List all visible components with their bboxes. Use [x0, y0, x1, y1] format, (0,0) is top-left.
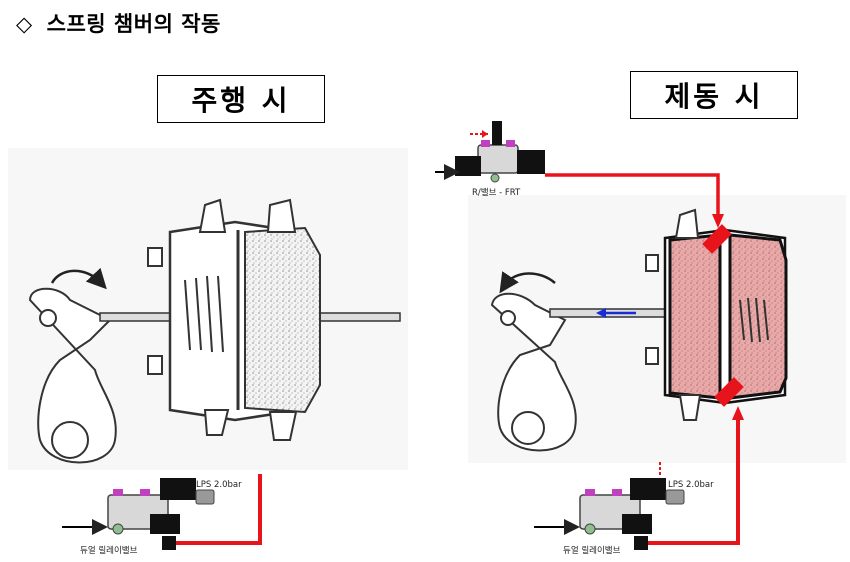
drive-slack-hole: [51, 421, 89, 459]
brake-dual-relay-valve: [579, 478, 685, 550]
drive-rotation-arrow: [50, 267, 107, 290]
drive-chamber-diagram: [8, 148, 408, 470]
brake-rod-arrowhead: [596, 308, 606, 318]
drive-air-line: [176, 474, 262, 545]
brake-mode-label: 제동 시: [630, 71, 798, 119]
brake-dual-relay-label: 듀얼 릴레이밸브: [563, 545, 621, 556]
brake-top-flange: [674, 208, 700, 239]
brake-relay-valve: [455, 121, 545, 183]
diamond-bullet-icon: ◇: [16, 12, 33, 36]
brake-relay-top-port: [492, 121, 502, 145]
page-title-text: 스프링 챔버의 작동: [46, 12, 221, 36]
drive-mounting-studs: [147, 247, 163, 375]
brake-mounting-studs: [645, 254, 659, 365]
drive-slack-adjuster: [28, 287, 117, 464]
brake-lower-air-inlet: [714, 377, 744, 407]
brake-relay-inlet-port: [455, 156, 481, 176]
brake-slack-adjuster: [490, 292, 577, 452]
brake-lps-label: LPS 2.0bar: [668, 480, 714, 490]
brake-valve-port-top: [630, 478, 666, 500]
brake-lower-air-line: [648, 415, 740, 545]
drive-bottom-flange-2: [268, 411, 298, 441]
drive-mode-label: 주행 시: [157, 75, 325, 123]
drive-spring-chamber: [244, 226, 321, 414]
brake-relay-label: R/밸브 - FRT: [472, 187, 521, 198]
drive-lps-sensor: [195, 489, 215, 505]
brake-rotation-arrow: [499, 271, 556, 294]
drive-top-flange: [198, 198, 227, 233]
brake-clevis-pin: [500, 310, 516, 326]
brake-relay-side-port: [517, 150, 545, 174]
page-title: ◇ 스프링 챔버의 작동: [16, 8, 221, 38]
drive-dual-relay-label: 듀얼 릴레이밸브: [80, 545, 138, 556]
brake-bottom-flange: [678, 394, 702, 421]
brake-upper-arrowhead: [712, 214, 724, 228]
drive-valve-port-bottom: [150, 514, 180, 534]
drive-clevis-pin: [39, 309, 57, 327]
drive-valve-port-top: [160, 478, 196, 500]
drive-bottom-flange: [203, 409, 230, 436]
drive-lps-label: LPS 2.0bar: [196, 480, 242, 490]
brake-chamber-diagram: [468, 195, 846, 463]
brake-lower-arrowhead: [732, 406, 744, 420]
brake-slack-hole: [511, 411, 545, 445]
brake-upper-air-line: [545, 173, 720, 220]
brake-valve-port-bottom: [622, 514, 652, 534]
drive-return-spring: [184, 275, 224, 353]
brake-upper-air-inlet: [702, 224, 732, 254]
brake-compressed-spring: [739, 297, 769, 343]
brake-lps-sensor: [665, 489, 685, 505]
drive-top-flange-2: [266, 198, 297, 233]
brake-service-chamber-pressurized: [668, 233, 722, 400]
drive-dual-relay-valve: [107, 478, 215, 550]
